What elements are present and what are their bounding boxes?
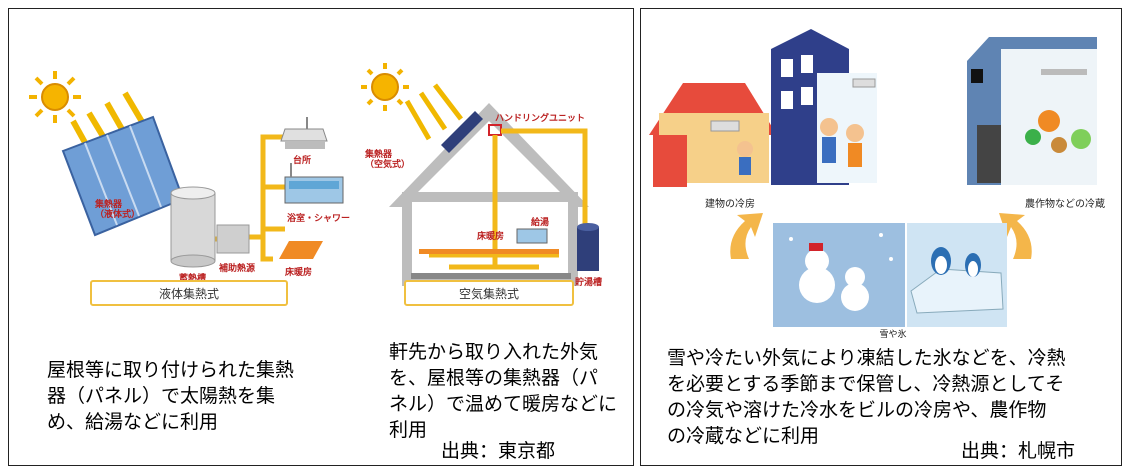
hot-water-tank: [577, 223, 599, 271]
liquid-collection-diagram: 集熱器（液体式） 蓄熱槽 補助熱源 台所: [29, 71, 350, 306]
air-collection-diagram: 集熱器（空気式） ハンドリングユニット 床暖房 給湯 貯湯槽 空気集熱式: [361, 63, 602, 306]
left-up-arrow: [730, 213, 763, 259]
aux-heat-label: 補助熱源: [218, 262, 255, 274]
bath-label: 浴室・シャワー: [287, 212, 350, 224]
hot-water-basin: [516, 228, 548, 244]
air-caption: 空気集熱式: [459, 286, 519, 301]
people-figures: [737, 118, 864, 175]
liquid-description: 屋根等に取り付けられた集熱 器（パネル）で太陽熱を集 め、給湯などに利用: [47, 359, 295, 433]
right-up-arrow: [999, 213, 1032, 259]
floor-heating-strip: [419, 249, 559, 254]
sun-icon: [29, 71, 81, 123]
collector-label: 集熱器（液体式）: [94, 198, 140, 220]
snow-scene: [773, 223, 905, 327]
sun-icon: [361, 63, 409, 111]
ice-scene: [907, 223, 1007, 327]
left-panel: 集熱器（液体式） 蓄熱槽 補助熱源 台所: [8, 8, 634, 466]
bathtub: [284, 163, 344, 204]
storage-warehouse: [967, 37, 1097, 185]
collector-label: 集熱器（空気式）: [364, 148, 410, 170]
roof-collector: [441, 111, 483, 153]
kitchen-label: 台所: [293, 154, 311, 166]
kitchen-sink: [280, 117, 328, 149]
vegetables: [1025, 110, 1091, 153]
floor-heating-label: 床暖房: [285, 266, 312, 278]
floor-heating-tile: [279, 241, 323, 259]
crop-storage-label: 農作物などの冷蔵: [1025, 197, 1105, 210]
air-caption-box: [404, 280, 574, 306]
snow-ice-label: 雪や氷: [879, 328, 906, 339]
building-cooling-label: 建物の冷房: [705, 197, 755, 210]
handling-unit-label: ハンドリングユニット: [495, 112, 585, 124]
building-left: [649, 83, 777, 187]
liquid-caption-box: [90, 280, 288, 306]
storage-tank: [170, 186, 216, 268]
left-source: 出典：東京都: [441, 440, 556, 462]
right-panel: 建物の冷房 農作物などの冷蔵: [640, 8, 1122, 466]
right-source: 出典：札幌市: [961, 440, 1076, 462]
floor-heating-label: 床暖房: [477, 230, 504, 242]
hot-water-label: 給湯: [531, 216, 549, 228]
liquid-caption: 液体集熱式: [159, 286, 219, 301]
snow-ice-description: 雪や冷たい外気により凍結した氷などを、冷熱 を必要とする季節まで保管し、冷熱源と…: [667, 347, 1066, 447]
tank-label: 貯湯槽: [575, 276, 602, 288]
sun-rays: [404, 83, 463, 141]
air-description: 軒先から取り入れた外気 を、屋根等の集熱器（パ ネル）で温めて暖房などに 利用: [389, 341, 618, 441]
air-ducts: [429, 128, 588, 270]
aux-heat-box: [216, 224, 250, 254]
snow-ice-cooling-diagram: 建物の冷房 農作物などの冷蔵: [649, 29, 1105, 339]
